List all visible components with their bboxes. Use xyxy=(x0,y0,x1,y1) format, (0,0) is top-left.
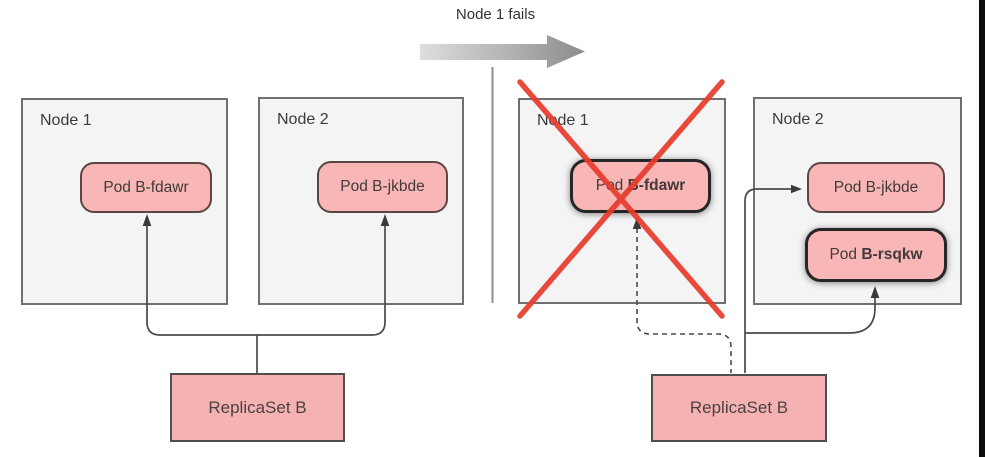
pod-b-fdawr-after-dead: Pod B-fdawr xyxy=(570,159,711,213)
transition-label: Node 1 fails xyxy=(455,6,536,23)
replicaset-label: ReplicaSet B xyxy=(689,398,789,417)
pod-label-prefix: Pod xyxy=(595,177,628,194)
pod-label-name: B-fdawr xyxy=(627,177,686,194)
pod-b-jkbde-before: Pod B-jkbde xyxy=(317,161,448,213)
pod-label-prefix: Pod xyxy=(833,178,866,196)
transition-arrow-icon xyxy=(420,35,585,68)
node-label: Node 2 xyxy=(772,111,824,128)
replicaset-label: ReplicaSet B xyxy=(208,397,307,417)
right-edge-bar xyxy=(979,0,985,457)
replicaset-b-before: ReplicaSet B xyxy=(170,373,345,442)
pod-label-name: B-fdawr xyxy=(135,178,189,196)
pod-label-name: B-jkbde xyxy=(865,178,919,196)
pod-label-name: B-rsqkw xyxy=(861,246,923,263)
pod-label-name: B-jkbde xyxy=(372,178,425,195)
pod-label-prefix: Pod xyxy=(103,178,136,196)
replicaset-b-after: ReplicaSet B xyxy=(651,374,827,442)
pod-b-fdawr-before: Pod B-fdawr xyxy=(80,162,212,213)
pod-b-rsqkw-after-new: Pod B-rsqkw xyxy=(805,228,947,282)
pod-label-prefix: Pod xyxy=(829,246,862,263)
node-label: Node 1 xyxy=(40,112,92,129)
pod-b-jkbde-after: Pod B-jkbde xyxy=(807,162,945,213)
node-label: Node 1 xyxy=(537,112,589,129)
pod-label-prefix: Pod xyxy=(340,178,373,195)
node-label: Node 2 xyxy=(277,111,329,128)
